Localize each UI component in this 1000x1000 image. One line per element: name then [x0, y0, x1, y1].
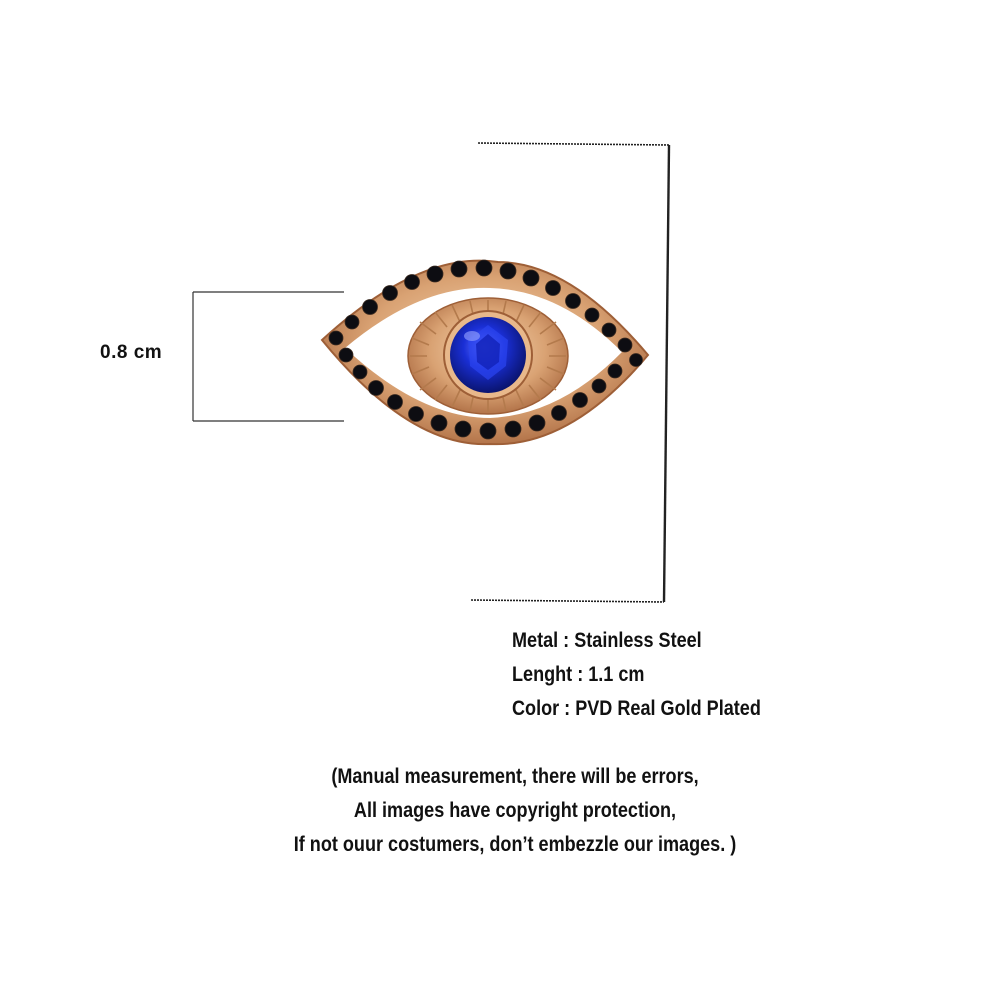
width-bracket — [192, 291, 344, 422]
spec-length: Lenght : 1.1 cm — [512, 663, 645, 686]
disclaimer-line-2: All images have copyright protection, — [353, 799, 677, 822]
length-bracket — [470, 142, 671, 603]
spec-metal: Metal : Stainless Steel — [512, 629, 702, 652]
spec-color: Color : PVD Real Gold Plated — [512, 697, 761, 720]
width-measurement-label: 0.8 cm — [100, 342, 163, 363]
copyright-disclaimer: (Manual measurement, there will be error… — [210, 760, 821, 862]
disclaimer-line-3: If not ouur costumers, don’t embezzle ou… — [293, 833, 737, 856]
disclaimer-line-1: (Manual measurement, there will be error… — [331, 765, 699, 788]
product-specs: Metal : Stainless Steel Lenght : 1.1 cm … — [512, 624, 761, 726]
